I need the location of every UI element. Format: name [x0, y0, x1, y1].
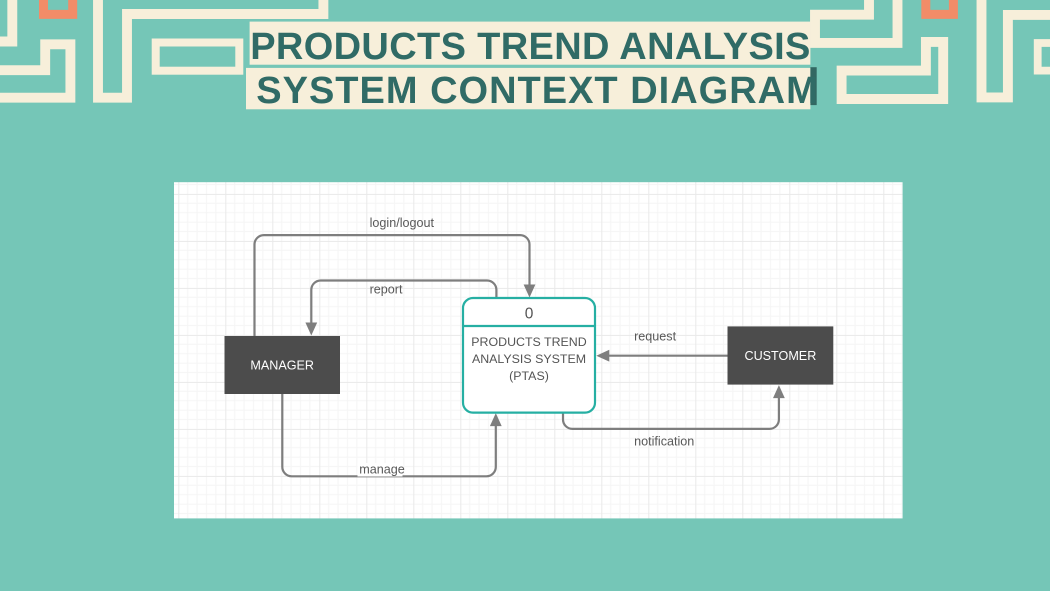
svg-text:SYSTEM CONTEXT DIAGRAM: SYSTEM CONTEXT DIAGRAM: [256, 70, 818, 112]
svg-text:manage: manage: [359, 463, 405, 477]
svg-text:report: report: [370, 283, 403, 297]
svg-text:PRODUCTS TREND: PRODUCTS TREND: [471, 335, 586, 349]
svg-text:notification: notification: [634, 435, 694, 449]
svg-text:MANAGER: MANAGER: [250, 359, 314, 373]
svg-text:CUSTOMER: CUSTOMER: [744, 349, 816, 363]
svg-text:PRODUCTS TREND ANALYSIS: PRODUCTS TREND ANALYSIS: [250, 26, 811, 68]
svg-text:(PTAS): (PTAS): [509, 369, 549, 383]
svg-text:0: 0: [525, 305, 534, 322]
svg-text:ANALYSIS SYSTEM: ANALYSIS SYSTEM: [472, 352, 586, 366]
svg-text:request: request: [634, 330, 677, 344]
svg-text:login/logout: login/logout: [370, 216, 435, 230]
